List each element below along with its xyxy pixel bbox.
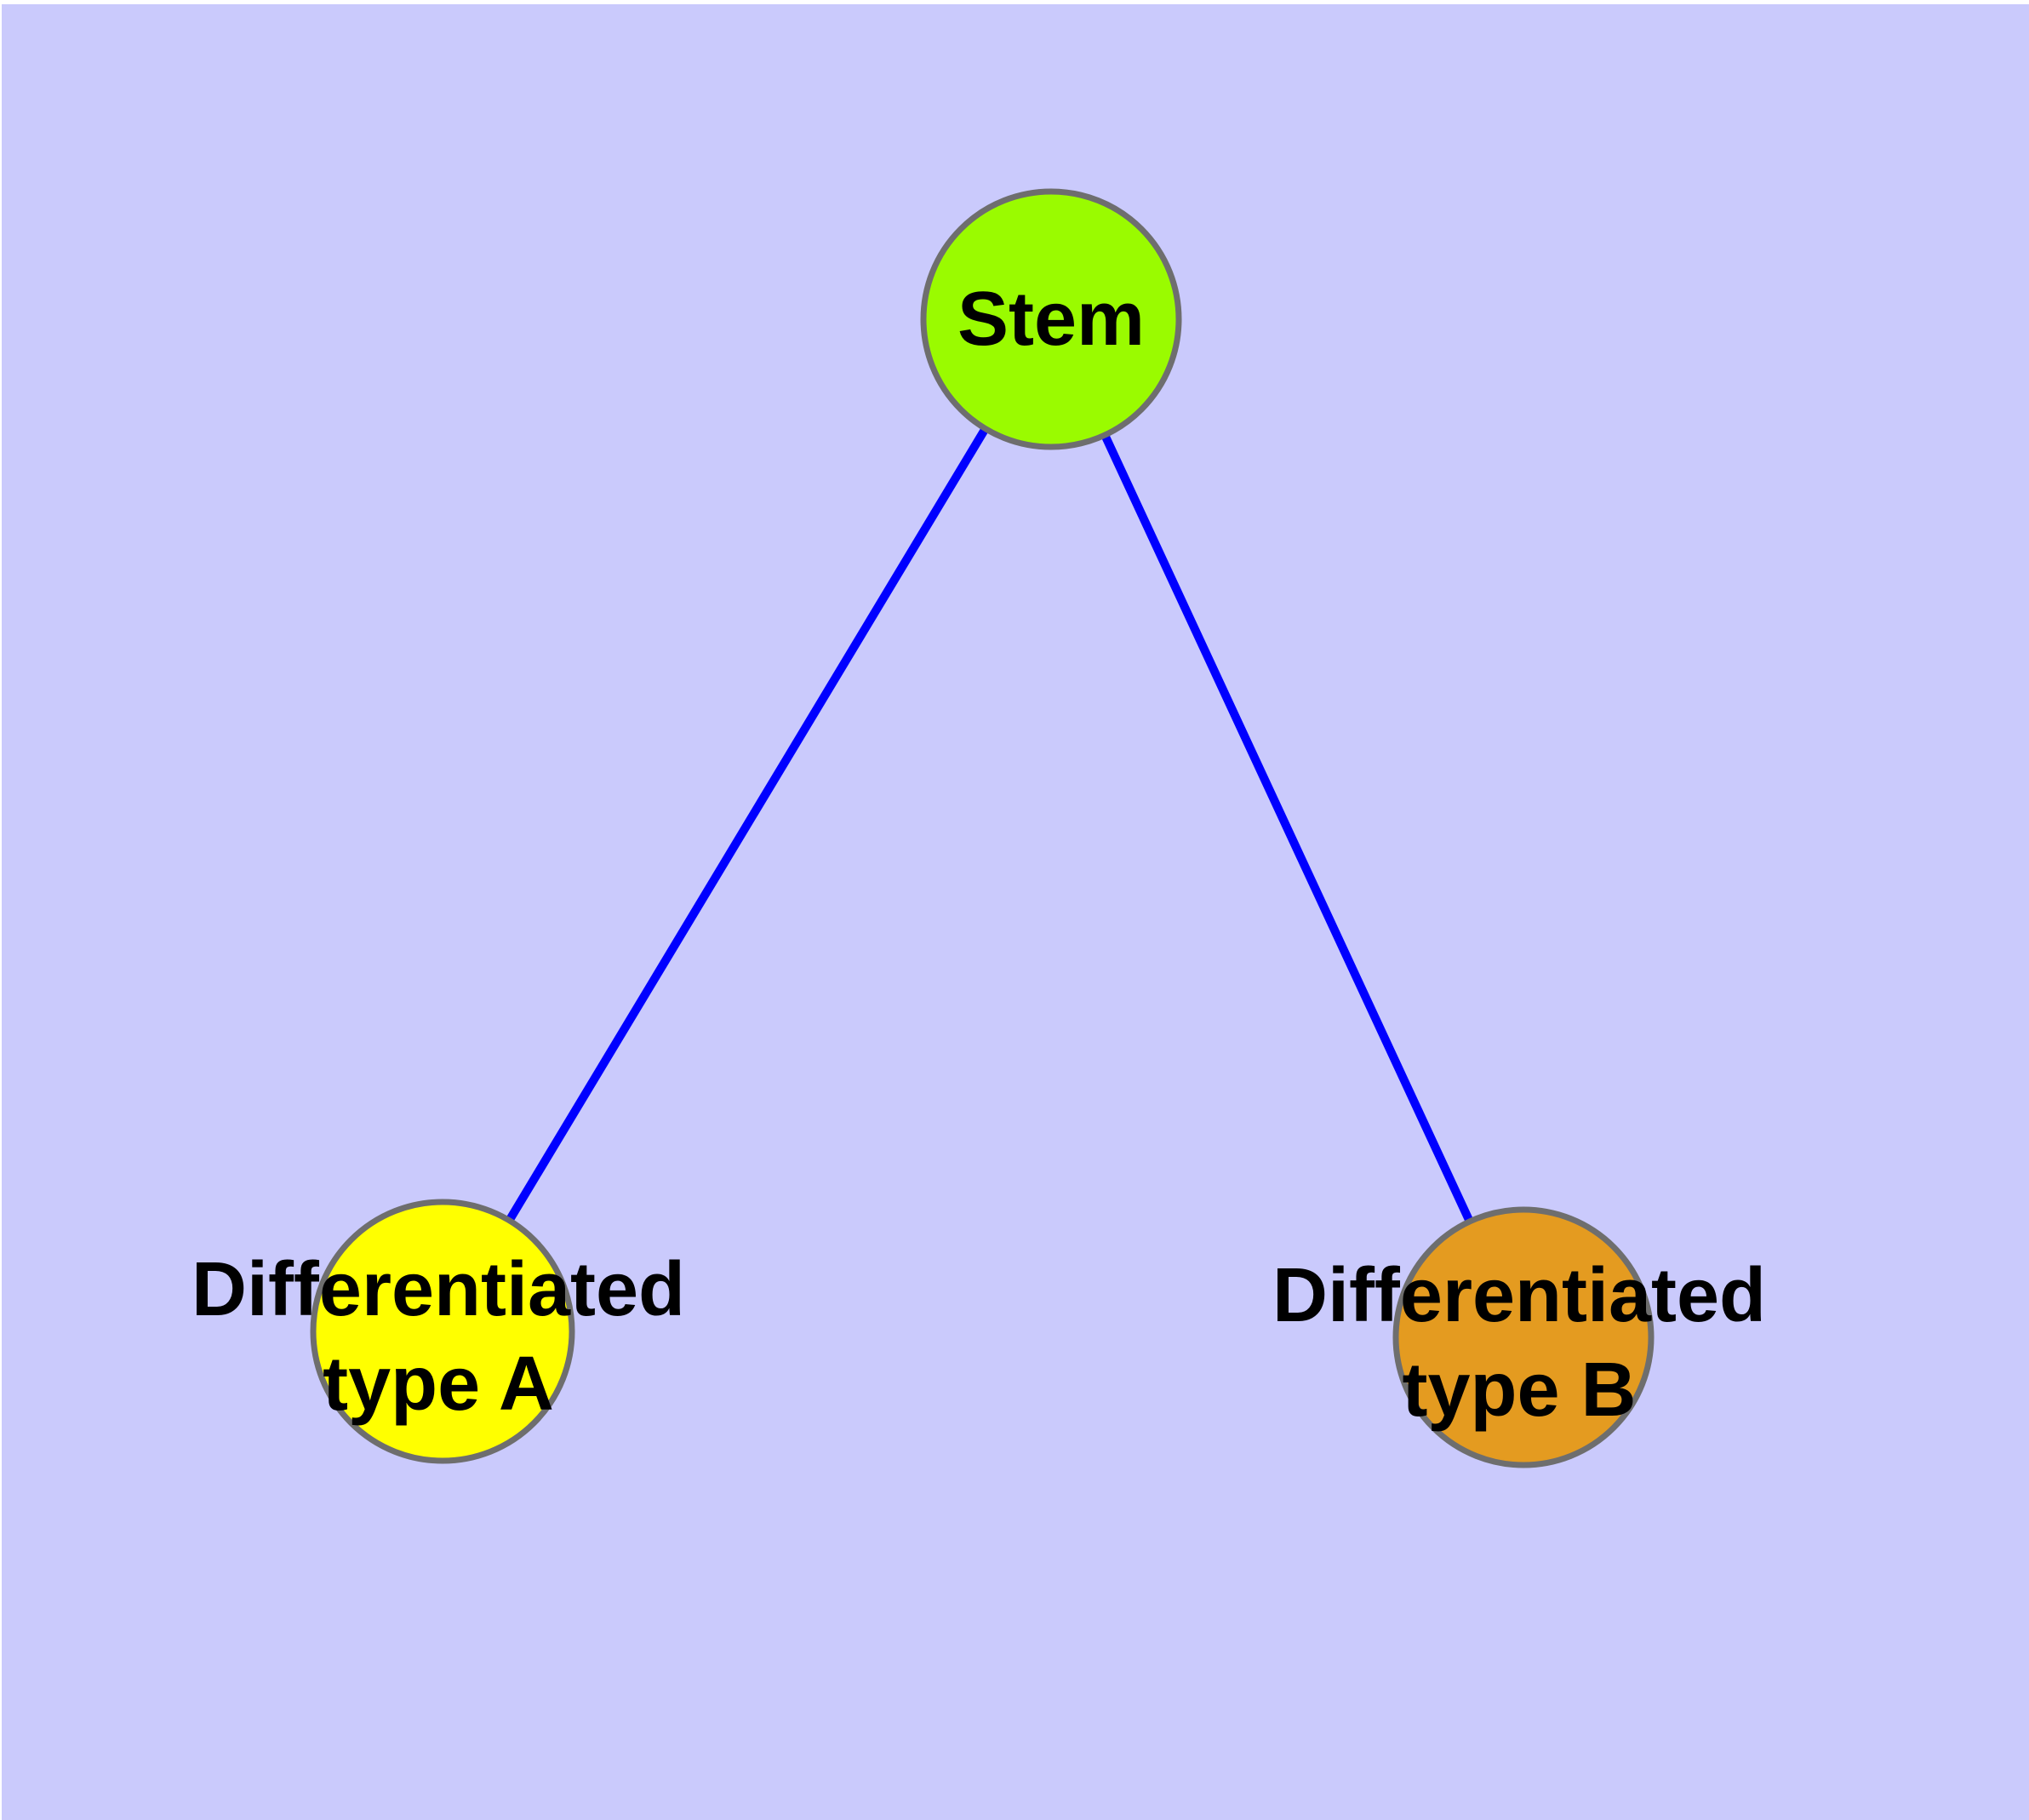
- type-a-node: Differentiated type A: [191, 1199, 685, 1464]
- type-b-node-label-line2: type B: [1402, 1348, 1636, 1433]
- type-a-node-circle: [310, 1199, 575, 1464]
- stem-node-circle: [920, 188, 1182, 450]
- type-a-node-label-line1: Differentiated: [191, 1247, 685, 1332]
- type-b-node-label-line1: Differentiated: [1272, 1253, 1766, 1338]
- type-a-node-label-line2: type A: [323, 1342, 554, 1427]
- type-b-node: Differentiated type B: [1272, 1206, 1766, 1468]
- edge-stem-to-type-a: [438, 317, 1055, 1334]
- stem-node-label: Stem: [957, 277, 1145, 362]
- type-b-node-circle: [1392, 1206, 1655, 1468]
- stem-node: Stem: [920, 188, 1182, 450]
- edge-stem-to-type-b: [1047, 317, 1528, 1340]
